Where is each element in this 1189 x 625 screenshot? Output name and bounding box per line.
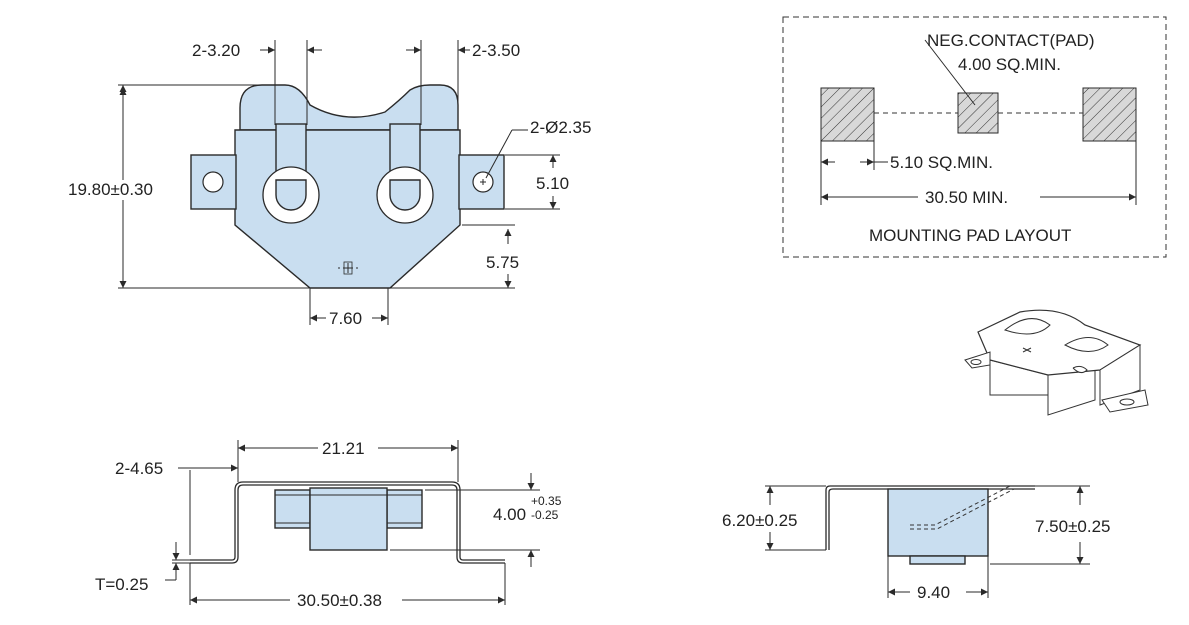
dim-thickness: T=0.25 — [95, 575, 148, 594]
front-left-contact — [274, 489, 311, 529]
pad-size-label: 5.10 SQ.MIN. — [890, 153, 993, 172]
dim-hole-pitch: 5.10 — [536, 174, 569, 193]
dim-left-tab: 2-3.20 — [192, 41, 240, 60]
pad-right — [1082, 87, 1137, 142]
pad-span-label: 30.50 MIN. — [925, 188, 1008, 207]
dim-right-tab: 2-3.50 — [472, 41, 520, 60]
side-contact — [887, 488, 989, 557]
dim-hole: 2-Ø2.35 — [530, 118, 591, 137]
dim-side-bottom: 9.40 — [917, 583, 950, 602]
top-view: 2-3.20 2-3.50 2-Ø2.35 19.80±0.30 5.10 5.… — [68, 40, 591, 328]
neg-contact-label: NEG.CONTACT(PAD) — [927, 31, 1094, 50]
dim-bottom-width: 7.60 — [329, 309, 362, 328]
holder-top-outline — [239, 84, 459, 131]
pad-left — [820, 87, 875, 142]
left-hole — [202, 171, 224, 193]
dim-bottom-offset: 5.75 — [486, 253, 519, 272]
plus-mark-icon — [338, 263, 358, 273]
dim-height-tol-plus: +0.35 — [531, 494, 562, 508]
dim-side-left: 6.20±0.25 — [722, 511, 798, 530]
dim-width-inner: 21.21 — [322, 439, 365, 458]
pad-layout-title: MOUNTING PAD LAYOUT — [869, 226, 1071, 245]
dim-side-right: 7.50±0.25 — [1035, 517, 1111, 536]
side-profile — [825, 485, 1035, 550]
front-right-contact — [386, 489, 423, 529]
dim-overall: 30.50±0.38 — [297, 591, 382, 610]
front-profile — [190, 484, 505, 564]
dim-height-base: 4.00 — [493, 505, 526, 524]
dim-height-tol-minus: -0.25 — [531, 508, 559, 522]
pad-center — [957, 92, 999, 134]
neg-contact-size: 4.00 SQ.MIN. — [958, 55, 1061, 74]
iso-holder-icon — [964, 309, 1149, 416]
dim-height: 19.80±0.30 — [68, 180, 153, 199]
front-view: 21.21 2-4.65 4.00 +0.35 -0.25 T=0.25 30.… — [95, 439, 562, 610]
dim-foot: 2-4.65 — [115, 459, 163, 478]
pad-layout-panel: NEG.CONTACT(PAD) 4.00 SQ.MIN. 5.10 SQ.MI… — [782, 16, 1167, 258]
front-center-contact — [309, 487, 388, 551]
side-view: 6.20±0.25 7.50±0.25 9.40 — [722, 485, 1111, 602]
